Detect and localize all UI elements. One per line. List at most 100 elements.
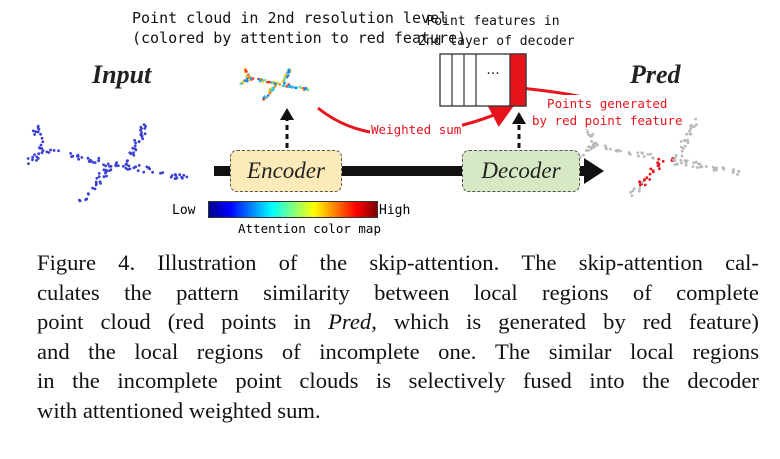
cloud-point [589, 146, 593, 149]
cloud-point [695, 166, 699, 169]
cloud-point [148, 167, 152, 171]
cloud-point [692, 125, 696, 129]
cloud-point [151, 170, 155, 174]
cloud-point [93, 187, 97, 191]
cloud-point [679, 158, 683, 162]
cloud-point [34, 130, 38, 134]
caption-word: the [72, 368, 100, 393]
caption-word: point [37, 309, 84, 334]
cloud-point [586, 130, 589, 134]
cloud-point [737, 169, 741, 173]
cloud-point [266, 80, 269, 84]
cloud-point [596, 143, 599, 147]
cloud-point [306, 88, 310, 92]
caption-word: is [376, 368, 392, 393]
input-point-cloud [26, 123, 189, 203]
decoder-box: Decoder [462, 150, 580, 192]
cloud-point [685, 132, 688, 136]
cloud-point [262, 96, 266, 100]
caption-word: generated [498, 309, 587, 334]
caption-word: decoder [687, 368, 759, 393]
cloud-point [182, 173, 186, 177]
caption-word: and [37, 338, 70, 364]
cloud-point [673, 156, 677, 160]
cloud-point [643, 178, 646, 182]
caption-word: one. [438, 338, 477, 364]
cloud-point [40, 136, 44, 140]
pred-label: Pred [630, 60, 681, 89]
cloud-point [258, 80, 262, 83]
cloud-point [629, 190, 632, 194]
cloud-point [608, 147, 612, 151]
cloud-point [57, 149, 60, 153]
encoder-box: Encoder [230, 150, 342, 192]
cloud-point [656, 161, 659, 165]
cloud-point [638, 183, 642, 187]
cloud-point [273, 85, 277, 88]
pred-point-cloud [573, 117, 741, 198]
cloud-point [106, 162, 110, 166]
cloud-point [649, 167, 653, 171]
cloud-point [294, 86, 297, 89]
cloud-point [91, 160, 95, 164]
caption-word: points [221, 309, 277, 334]
caption-word: in [293, 309, 312, 334]
cloud-point [304, 86, 307, 90]
cloud-point [721, 166, 725, 170]
colorbar-title: Attention color map [238, 221, 381, 236]
cloud-point [645, 176, 649, 180]
cloud-point [683, 139, 687, 143]
cloud-point [102, 175, 106, 179]
colorbar-low-label: Low [172, 203, 196, 218]
caption-word: cloud [100, 309, 151, 334]
caption-italic: Pred [328, 309, 372, 334]
cloud-point [694, 117, 698, 121]
cloud-point [274, 82, 277, 86]
cloud-point [91, 186, 94, 190]
cloud-point [143, 126, 147, 130]
cloud-point [80, 156, 84, 159]
cloud-point [683, 144, 687, 148]
cloud-point [40, 151, 44, 155]
caption-word: skip-attention [578, 250, 703, 275]
cloud-point [134, 141, 138, 145]
caption-line-6: with attentioned weighted sum. [37, 396, 759, 426]
cloud-point [681, 147, 685, 150]
cloud-point [33, 153, 36, 157]
cloud-point [31, 129, 35, 133]
cloud-point [674, 153, 678, 157]
cloud-point [278, 83, 282, 86]
cloud-point [266, 94, 270, 97]
cloud-point [124, 162, 128, 166]
cloud-point [97, 156, 101, 160]
cloud-point [283, 81, 286, 85]
attention-colorbar [208, 201, 378, 218]
cloud-point [47, 151, 51, 154]
caption-word: of [278, 250, 298, 275]
cloud-point [84, 198, 88, 202]
cloud-point [185, 175, 189, 179]
cloud-point [78, 198, 81, 202]
cloud-point [132, 153, 136, 157]
cloud-point [108, 169, 111, 173]
cloud-point [632, 187, 636, 191]
cloud-point [684, 161, 688, 165]
cloud-point [26, 157, 30, 160]
cloud-point [70, 155, 73, 159]
cloud-point [116, 164, 120, 168]
cloud-point [594, 141, 598, 145]
cloud-point [281, 80, 284, 83]
cloud-point [38, 146, 42, 150]
cloud-point [642, 155, 646, 158]
cloud-point [246, 79, 249, 83]
cloud-point [161, 171, 165, 175]
cloud-point [143, 132, 147, 136]
cloud-point [77, 157, 80, 161]
caption-word: of [281, 338, 301, 364]
caption-word: selectively [408, 368, 506, 393]
caption-word: which [393, 309, 450, 334]
caption-word: by [603, 309, 626, 334]
cloud-point [636, 151, 640, 155]
cloud-point [684, 163, 688, 167]
